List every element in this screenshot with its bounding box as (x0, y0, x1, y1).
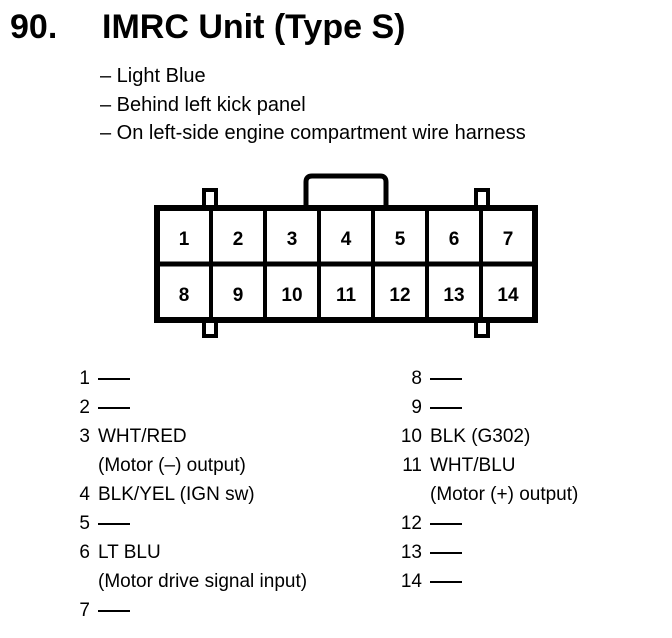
pin-number: 7 (79, 600, 90, 621)
cavity-7: 7 (503, 229, 514, 250)
connector-latch (303, 173, 389, 206)
pin-wire: WHT/BLU (430, 455, 516, 476)
pin-description: (Motor (+) output) (430, 484, 579, 505)
unused-pin-dash (430, 523, 462, 525)
note-location: – Behind left kick panel (100, 93, 306, 116)
cavity-10: 10 (281, 285, 302, 306)
pin-number: 5 (79, 513, 90, 534)
pin-description: (Motor drive signal input) (98, 571, 308, 592)
pin-number: 2 (79, 397, 90, 418)
pin-number: 14 (400, 571, 422, 592)
pin-number: 9 (411, 397, 422, 418)
pin-row: 11 WHT/BLU (378, 451, 578, 480)
pin-number: 4 (79, 484, 90, 505)
connector-notes: – Light Blue – Behind left kick panel – … (100, 62, 526, 148)
cavity-6: 6 (449, 229, 460, 250)
item-title: IMRC Unit (Type S) (102, 8, 406, 46)
cavity-2: 2 (233, 229, 244, 250)
pin-description: (Motor (–) output) (98, 455, 246, 476)
cavity-1: 1 (179, 229, 190, 250)
pin-number: 6 (79, 542, 90, 563)
cavity-9: 9 (233, 285, 244, 306)
pin-number: 10 (400, 426, 422, 447)
pin-number: 8 (411, 368, 422, 389)
connector-diagram: 1 2 3 4 5 6 7 8 9 10 11 12 13 14 (154, 173, 538, 338)
cavity-8: 8 (179, 285, 190, 306)
cavity-4: 4 (341, 229, 352, 250)
pin-wire: BLK (G302) (430, 426, 531, 447)
pin-row: 10 BLK (G302) (378, 422, 578, 451)
pin-number: 12 (400, 513, 422, 534)
cavity-11: 11 (336, 285, 357, 306)
cavity-3: 3 (287, 229, 298, 250)
cavity-13: 13 (443, 285, 464, 306)
pin-number: 3 (79, 426, 90, 447)
pin-row: 3 WHT/RED (64, 422, 307, 451)
connector-dividers (209, 208, 483, 320)
unused-pin-dash (98, 407, 130, 409)
pin-list-right: 8 9 10 BLK (G302) 11 WHT/BLU (Motor (+) output… (378, 364, 579, 596)
pin-row: 13 (378, 538, 578, 567)
unused-pin-dash (430, 552, 462, 554)
pin-number: 11 (402, 455, 422, 476)
pin-row: 1 (64, 364, 307, 393)
page-title: 90. IMRC Unit (Type S) (10, 8, 405, 47)
unused-pin-dash (98, 610, 130, 612)
pin-wire: BLK/YEL (IGN sw) (98, 484, 255, 505)
pin-row: 5 (64, 509, 307, 538)
unused-pin-dash (430, 378, 462, 380)
item-number: 90. (10, 8, 58, 46)
note-color: – Light Blue (100, 65, 206, 87)
pin-wire: LT BLU (98, 542, 161, 563)
pin-row: 14 (378, 567, 578, 596)
pin-number: 1 (79, 368, 90, 389)
pin-list-left: 1 2 3 WHT/RED (Motor (–) output) 4 BLK/YEL (IG… (64, 364, 307, 625)
pin-row: 8 (378, 364, 578, 393)
pin-row: 4 BLK/YEL (IGN sw) (64, 480, 307, 509)
pin-wire: WHT/RED (98, 426, 187, 447)
note-harness: – On left-side engine compartment wire h… (100, 122, 526, 144)
unused-pin-dash (98, 523, 130, 525)
unused-pin-dash (430, 581, 462, 583)
cavity-14: 14 (497, 285, 519, 306)
pin-row: 2 (64, 393, 307, 422)
unused-pin-dash (98, 378, 130, 380)
pin-row: 9 (378, 393, 578, 422)
pin-row: 6 LT BLU (64, 538, 307, 567)
unused-pin-dash (430, 407, 462, 409)
pin-row: 12 (378, 509, 578, 538)
pin-number: 13 (400, 542, 422, 563)
pin-row: 7 (64, 596, 307, 625)
cavity-5: 5 (395, 229, 406, 250)
cavity-12: 12 (389, 285, 410, 306)
